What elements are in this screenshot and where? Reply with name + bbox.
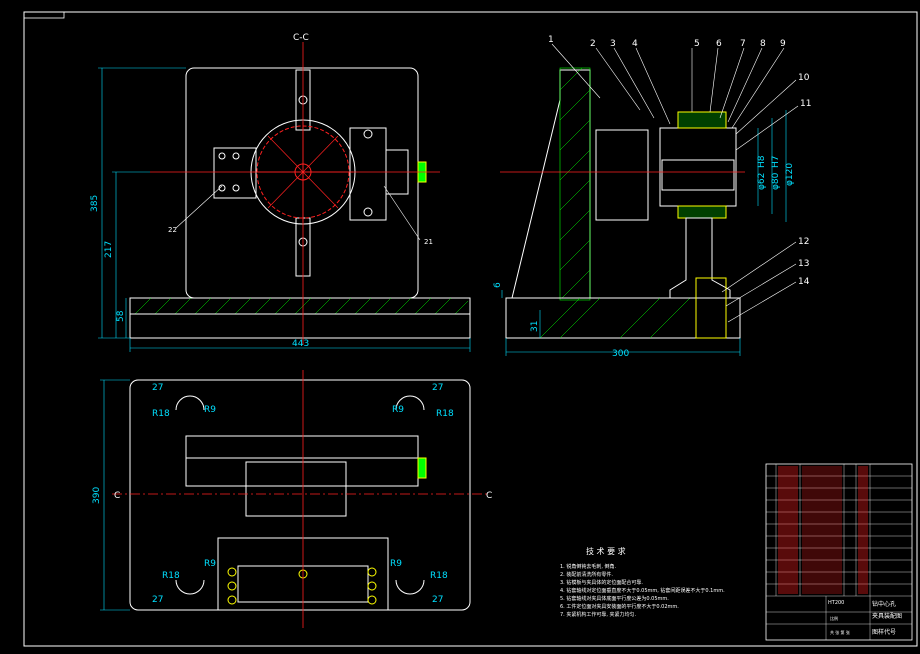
workpiece-section [659, 127, 737, 207]
dim-385: 385 [90, 195, 100, 212]
part-5: 5 [694, 39, 700, 49]
dim-300: 300 [612, 349, 629, 359]
part-3: 3 [610, 39, 616, 49]
corner-tab [23, 11, 65, 19]
drill-bushing-top [677, 111, 727, 129]
part-1: 1 [548, 35, 554, 45]
part-14: 14 [798, 277, 810, 287]
dim-390: 390 [92, 487, 102, 504]
plan-outline [129, 379, 471, 611]
part-10: 10 [798, 73, 810, 83]
front-view: C-C 22 21 385 217 58 443 [90, 33, 471, 352]
side-upright [511, 69, 591, 299]
dim-r9-tl: R9 [204, 405, 216, 415]
part-4: 4 [632, 39, 638, 49]
tech-note-6: 6. 工件定位面对夹具安装面的平行度不大于0.02mm. [560, 603, 679, 610]
callout-22: 22 [168, 226, 177, 234]
dim-r9-br: R9 [390, 559, 402, 569]
dim-h8: H8 [757, 155, 767, 168]
dim-r9-bl: R9 [204, 559, 216, 569]
dim-217: 217 [104, 241, 114, 258]
dim-58: 58 [116, 310, 126, 322]
dim-r18-br: R18 [430, 571, 448, 581]
dim-d80: φ80 [771, 172, 781, 190]
support-pillar [669, 217, 731, 299]
tb-drawing-no: 图样代号 [872, 628, 896, 636]
part-9: 9 [780, 39, 786, 49]
base-hatch [134, 297, 469, 315]
tech-note-1: 1. 锐角倒钝去毛刺, 倒角. [560, 563, 617, 570]
tech-note-2: 2. 装配前清洗所有零件. [560, 571, 613, 578]
base-foot [129, 313, 471, 339]
callout-21: 21 [424, 238, 433, 246]
plan-clamp-handle [417, 457, 427, 479]
dim-443: 443 [292, 339, 309, 349]
part-6: 6 [716, 39, 722, 49]
fixture-body-outline [185, 67, 419, 299]
left-clamp-plate [213, 147, 257, 199]
dim-27-tl: 27 [152, 383, 163, 393]
technical-requirements: 技 术 要 求 1. 锐角倒钝去毛刺, 倒角. 2. 装配前清洗所有零件. 3.… [560, 546, 725, 618]
section-mark-left: C [114, 491, 120, 501]
drill-bushing-bottom [677, 205, 727, 219]
dim-h7: H7 [771, 156, 781, 169]
dim-d120: φ120 [785, 163, 795, 186]
bolt-stack [695, 277, 727, 339]
dim-r18-bl: R18 [162, 571, 180, 581]
plan-body-top [185, 435, 419, 459]
dim-6: 6 [493, 282, 503, 288]
parts-list-column [778, 466, 798, 594]
base-plate [129, 297, 471, 315]
dim-31: 31 [530, 321, 540, 332]
tb-title: 钻中心孔 [872, 600, 896, 608]
tb-sheet: 共 张 第 张 [830, 629, 850, 635]
part-12: 12 [798, 237, 809, 247]
part-2: 2 [590, 39, 596, 49]
tb-material: HT200 [828, 600, 844, 606]
plan-drill-plate [245, 461, 347, 517]
sheet-border [23, 11, 918, 647]
section-mark-right: C [486, 491, 492, 501]
tech-note-7: 7. 夹紧机构工作可靠, 夹紧力均匀. [560, 611, 637, 618]
dim-27-tr: 27 [432, 383, 443, 393]
side-section-view: 300 31 6 H8 φ62 H7 φ80 φ120 1 2 3 [493, 35, 811, 359]
part-7: 7 [740, 39, 746, 49]
dim-27-br: 27 [432, 595, 443, 605]
tb-subtitle: 夹具装配图 [872, 612, 902, 620]
front-dims [98, 67, 471, 352]
tech-note-4: 4. 钻套轴线对定位面垂直度不大于0.05mm, 钻套间距误差不大于0.1mm. [560, 587, 725, 594]
part-13: 13 [798, 259, 809, 269]
dim-27-bl: 27 [152, 595, 163, 605]
drill-plate [595, 129, 649, 221]
view-label: C-C [293, 33, 309, 43]
part-11: 11 [800, 99, 811, 109]
title-block: HT200 钻中心孔 夹具装配图 图样代号 比例 共 张 第 张 [765, 463, 913, 641]
tech-note-3: 3. 钻模板与夹具体的定位面配合可靠. [560, 579, 643, 586]
side-base [505, 297, 741, 339]
tech-note-5: 5. 钻套轴线对夹具体底面平行度公差为0.05mm. [560, 595, 669, 602]
dim-r9-tr: R9 [392, 405, 404, 415]
tech-title: 技 术 要 求 [586, 546, 626, 556]
plan-view: C C 390 27 R18 R9 27 R18 R9 R18 R9 27 R1… [92, 370, 492, 628]
part-8: 8 [760, 39, 766, 49]
tb-scale: 比例 [830, 615, 838, 621]
dim-d62: φ62 [757, 173, 767, 190]
dim-r18-tr: R18 [436, 409, 454, 419]
upright-hatch-zone [559, 67, 591, 301]
dim-r18-tl: R18 [152, 409, 170, 419]
